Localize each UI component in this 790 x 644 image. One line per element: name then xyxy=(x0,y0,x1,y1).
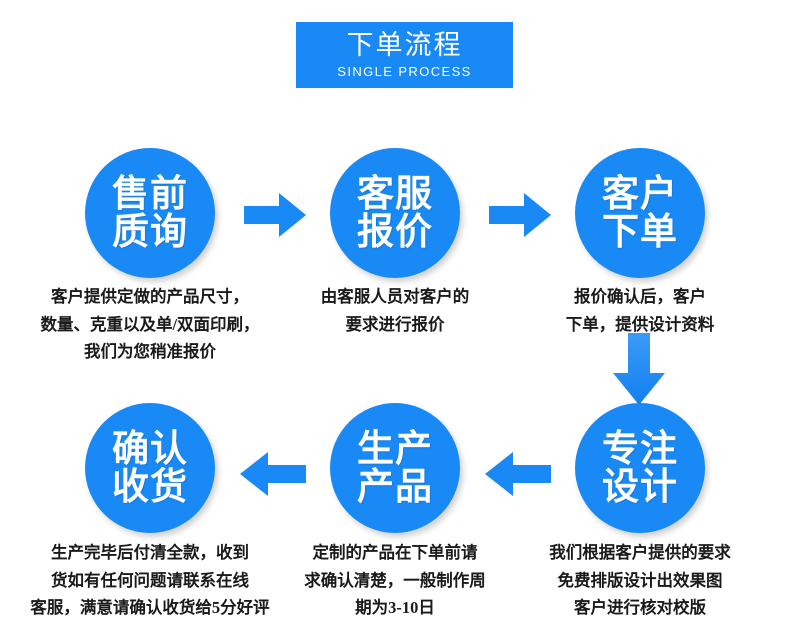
step-circle-line-2: 产品 xyxy=(357,466,433,507)
step-caption-design: 我们根据客户提供的要求 免费排版设计出效果图 客户进行核对校版 xyxy=(505,539,775,622)
step-circle-line-2: 收货 xyxy=(112,466,188,507)
step-caption-sales-inquiry: 客户提供定做的产品尺寸， 数量、克重以及单/双面印刷， 我们为您稍准报价 xyxy=(15,283,285,366)
step-circle-line-1: 生产 xyxy=(357,428,433,470)
step-circle-service-quote[interactable]: 客服 报价 xyxy=(330,148,460,278)
arrow-down-icon xyxy=(613,333,665,405)
arrow-right-icon xyxy=(489,193,551,237)
step-circle-sales-inquiry[interactable]: 售前 质询 xyxy=(85,148,215,278)
arrow-left-icon xyxy=(485,452,551,496)
caption-line: 货如有任何问题请联系在线 xyxy=(51,570,249,590)
caption-line: 报价确认后，客户 xyxy=(574,287,706,306)
step-caption-customer-order: 报价确认后，客户 下单，提供设计资料 xyxy=(505,283,775,338)
caption-line: 定制的产品在下单前请 xyxy=(312,543,478,562)
step-circle-line-2: 质询 xyxy=(112,211,188,252)
step-circle-line-2: 报价 xyxy=(357,211,433,252)
step-circle-production[interactable]: 生产 产品 xyxy=(330,403,460,533)
caption-line: 由客服人员对客户的 xyxy=(320,287,470,306)
step-circle-line-1: 客户 xyxy=(602,173,678,215)
caption-line: 数量、克重以及单/双面印刷， xyxy=(40,314,260,334)
step-circle-line-1: 专注 xyxy=(602,428,678,470)
step-circle-line-2: 设计 xyxy=(602,466,678,507)
caption-line: 我们根据客户提供的要求 xyxy=(549,543,731,562)
caption-line: 客服，满意请确认收货给5分好评 xyxy=(30,598,270,618)
step-circle-line-1: 客服 xyxy=(357,173,433,215)
arrow-left-icon xyxy=(240,452,306,496)
caption-line: 期为3-10日 xyxy=(355,598,435,618)
caption-line: 要求进行报价 xyxy=(345,314,445,334)
step-caption-confirm-receipt: 生产完毕后付清全款，收到 货如有任何问题请联系在线 客服，满意请确认收货给5分好… xyxy=(15,539,285,622)
arrow-right-icon xyxy=(244,193,306,237)
caption-line: 我们为您稍准报价 xyxy=(84,342,216,362)
step-caption-production: 定制的产品在下单前请 求确认清楚，一般制作周 期为3-10日 xyxy=(260,539,530,622)
caption-line: 求确认清楚，一般制作周 xyxy=(304,570,486,590)
caption-line: 客户提供定做的产品尺寸， xyxy=(51,287,249,306)
step-circle-line-2: 下单 xyxy=(602,211,678,252)
step-circle-line-1: 售前 xyxy=(112,173,188,215)
page-title-en: SINGLE PROCESS xyxy=(337,63,472,79)
step-circle-line-1: 确认 xyxy=(112,428,188,470)
caption-line: 免费排版设计出效果图 xyxy=(557,570,723,590)
step-circle-confirm-receipt[interactable]: 确认 收货 xyxy=(85,403,215,533)
step-circle-customer-order[interactable]: 客户 下单 xyxy=(575,148,705,278)
caption-line: 客户进行核对校版 xyxy=(574,598,706,618)
caption-line: 生产完毕后付清全款，收到 xyxy=(51,543,249,562)
page-title-banner: 下单流程 SINGLE PROCESS xyxy=(296,22,513,88)
page-title-cn: 下单流程 xyxy=(346,30,463,61)
step-circle-design[interactable]: 专注 设计 xyxy=(575,403,705,533)
caption-line: 下单，提供设计资料 xyxy=(565,314,715,334)
step-caption-service-quote: 由客服人员对客户的 要求进行报价 xyxy=(260,283,530,338)
